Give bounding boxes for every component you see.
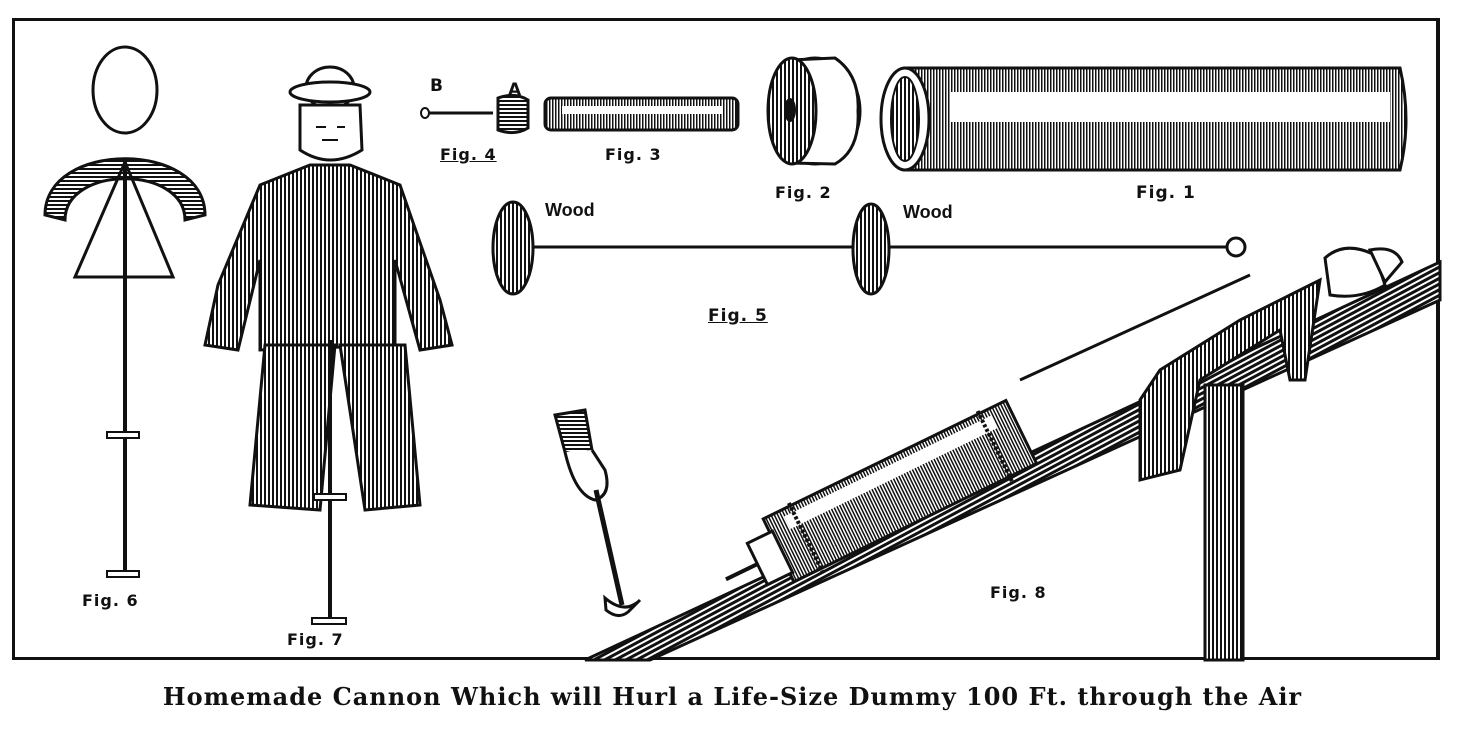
wood-label-right: Wood — [903, 202, 953, 222]
fig5-label: Fig. 5 — [708, 306, 768, 326]
fig4-bolt-and-nut — [420, 93, 530, 135]
fig1-cannon-pipe — [879, 66, 1408, 172]
fig8-label: Fig. 8 — [990, 583, 1047, 602]
wood-label-left: Wood — [545, 200, 595, 220]
fig8-mounted-cannon — [553, 246, 1442, 662]
fig6-label: Fig. 6 — [82, 591, 139, 610]
fig7-dressed-dummy — [203, 65, 454, 625]
fig7-label: Fig. 7 — [287, 630, 344, 649]
fig2-label: Fig. 2 — [775, 183, 832, 202]
fig4-label: Fig. 4 — [440, 145, 497, 164]
fig3-short-pipe — [543, 96, 740, 132]
part-label-b: B — [430, 76, 444, 96]
fig2-pipe-cap — [766, 56, 862, 166]
fig3-label: Fig. 3 — [605, 145, 662, 164]
illustration-frame — [12, 18, 1440, 660]
part-label-a: A — [508, 80, 523, 100]
illustration-caption: Homemade Cannon Which will Hurl a Life-S… — [162, 682, 1303, 711]
fig6-dummy-frame — [43, 45, 207, 578]
fig1-label: Fig. 1 — [1136, 183, 1196, 203]
fig5-ramrod — [491, 200, 1247, 296]
